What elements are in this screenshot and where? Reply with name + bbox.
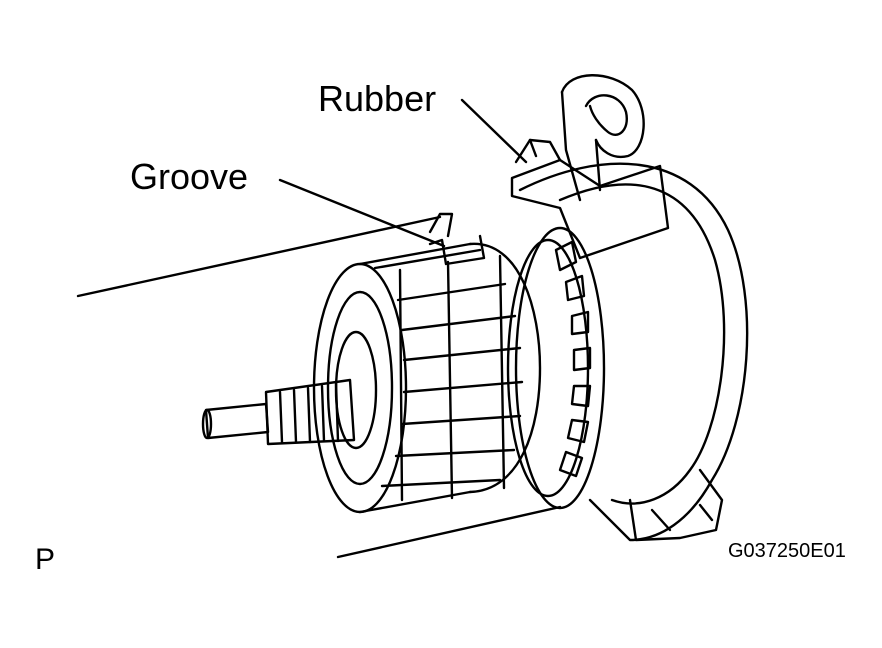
groove-leader-line: [278, 178, 446, 248]
housing-outline: [76, 215, 562, 559]
armature-core: [312, 212, 542, 514]
figure-code-label: G037250E01: [728, 540, 846, 562]
shaft: [201, 378, 356, 446]
rubber-label: Rubber: [318, 78, 437, 119]
rubber-leader-line: [460, 98, 528, 164]
groove-label: Groove: [130, 156, 249, 197]
commutator-ring: [506, 226, 606, 510]
view-letter-label: P: [35, 543, 56, 576]
leader-lines: [278, 98, 528, 248]
eyelet: [560, 74, 645, 202]
rubber-pad: [510, 138, 670, 260]
rear-housing: [518, 162, 749, 542]
